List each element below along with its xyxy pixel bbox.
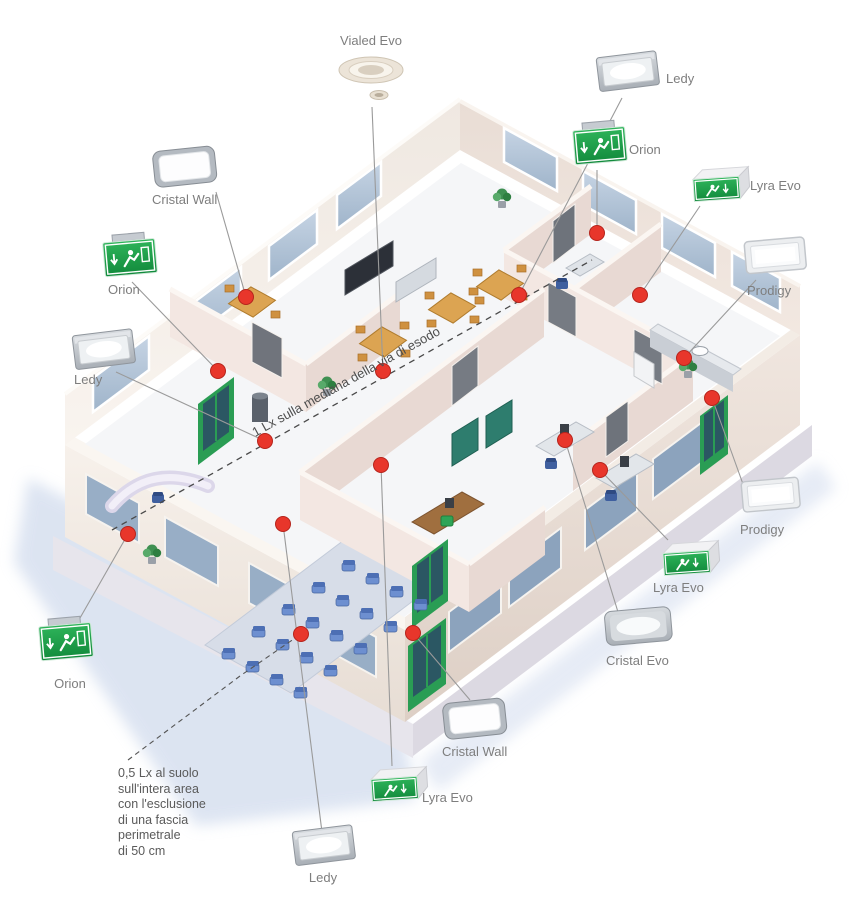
tv-screen <box>344 240 394 296</box>
ledy-icon <box>71 328 137 371</box>
product-label-ledy-bottom: Ledy <box>308 870 338 885</box>
perimeter-note-line <box>127 633 302 761</box>
ledy-icon <box>291 824 357 867</box>
perimeter-note: 0,5 Lx al suolo sull'intera area con l'e… <box>118 766 206 858</box>
product-label-prodigy-mid: Prodigy <box>740 522 785 537</box>
product-label-ledy-top: Ledy <box>666 71 695 86</box>
product-label-cristal-wall-bottom: Cristal Wall <box>442 744 508 759</box>
callout-lines <box>79 97 757 833</box>
luminaire-marker <box>704 390 720 406</box>
product-label-orion-left-top: Orion <box>108 282 140 297</box>
escape-route-line <box>111 259 593 531</box>
orion-exit-sign-icon <box>570 118 629 166</box>
luminaire-marker <box>373 457 389 473</box>
luminaire-marker <box>632 287 648 303</box>
small-office <box>556 253 605 289</box>
product-label-orion-left-bottom: Orion <box>54 676 86 691</box>
reception-desk <box>105 470 215 513</box>
luminaire-marker <box>238 289 254 305</box>
prodigy-icon <box>743 236 808 275</box>
product-label-vialed-evo: Vialed Evo <box>340 33 402 48</box>
center-office <box>410 491 486 535</box>
trash-bin <box>252 392 268 422</box>
product-label-cristal-wall-left: Cristal Wall <box>152 192 218 207</box>
luminaire-marker <box>589 225 605 241</box>
sideboard <box>395 257 437 303</box>
product-label-prodigy-top: Prodigy <box>747 283 792 298</box>
luminaire-marker <box>405 625 421 641</box>
lyra-evo-exit-icon <box>661 539 722 577</box>
cristal-wall-icon <box>151 145 218 189</box>
luminaire-marker <box>257 433 273 449</box>
luminaire-marker <box>557 432 573 448</box>
luminaire-markers <box>120 225 720 642</box>
luminaire-marker <box>592 462 608 478</box>
product-label-lyra-evo-right: Lyra Evo <box>750 178 801 193</box>
luminaire-marker <box>511 287 527 303</box>
luminaire-marker <box>293 626 309 642</box>
prodigy-icon <box>740 476 802 513</box>
canteen-tables <box>358 269 525 358</box>
product-label-orion-right: Orion <box>629 142 661 157</box>
luminaire-marker <box>676 350 692 366</box>
cristal-wall-icon <box>441 697 508 741</box>
luminaire-marker <box>120 526 136 542</box>
product-label-ledy-left: Ledy <box>74 372 103 387</box>
exit-door-bottom <box>408 618 446 712</box>
product-icons <box>36 50 808 867</box>
orion-exit-sign-icon <box>100 230 159 278</box>
luminaire-marker <box>210 363 226 379</box>
ledy-icon <box>595 50 661 93</box>
luminaire-marker <box>375 363 391 379</box>
back-windows-right <box>502 125 782 315</box>
lyra-evo-exit-icon <box>369 765 430 803</box>
product-label-lyra-evo-mid: Lyra Evo <box>653 580 704 595</box>
vialed-evo-downlight-icon <box>338 56 404 100</box>
interior-doors <box>251 202 663 458</box>
luminaire-marker <box>275 516 291 532</box>
lyra-evo-exit-icon <box>691 165 752 203</box>
product-label-cristal-evo: Cristal Evo <box>606 653 669 668</box>
product-label-lyra-evo-bottom: Lyra Evo <box>422 790 473 805</box>
cristal-evo-icon <box>603 605 674 647</box>
